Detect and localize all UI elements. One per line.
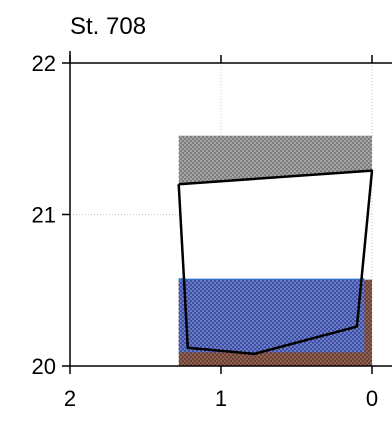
fill-regions <box>178 135 372 366</box>
water-inside-profile <box>184 279 362 354</box>
profile-outline <box>177 169 374 356</box>
x-tick-label: 0 <box>366 386 378 411</box>
y-tick-label: 22 <box>32 51 56 76</box>
y-tick-label: 20 <box>32 354 56 379</box>
y-tick-label: 21 <box>32 203 56 228</box>
profile-fill <box>178 170 372 279</box>
profile-line <box>177 169 374 356</box>
chart-title: St. 708 <box>70 13 146 40</box>
x-tick-label: 1 <box>215 386 227 411</box>
x-tick-label: 2 <box>64 386 76 411</box>
